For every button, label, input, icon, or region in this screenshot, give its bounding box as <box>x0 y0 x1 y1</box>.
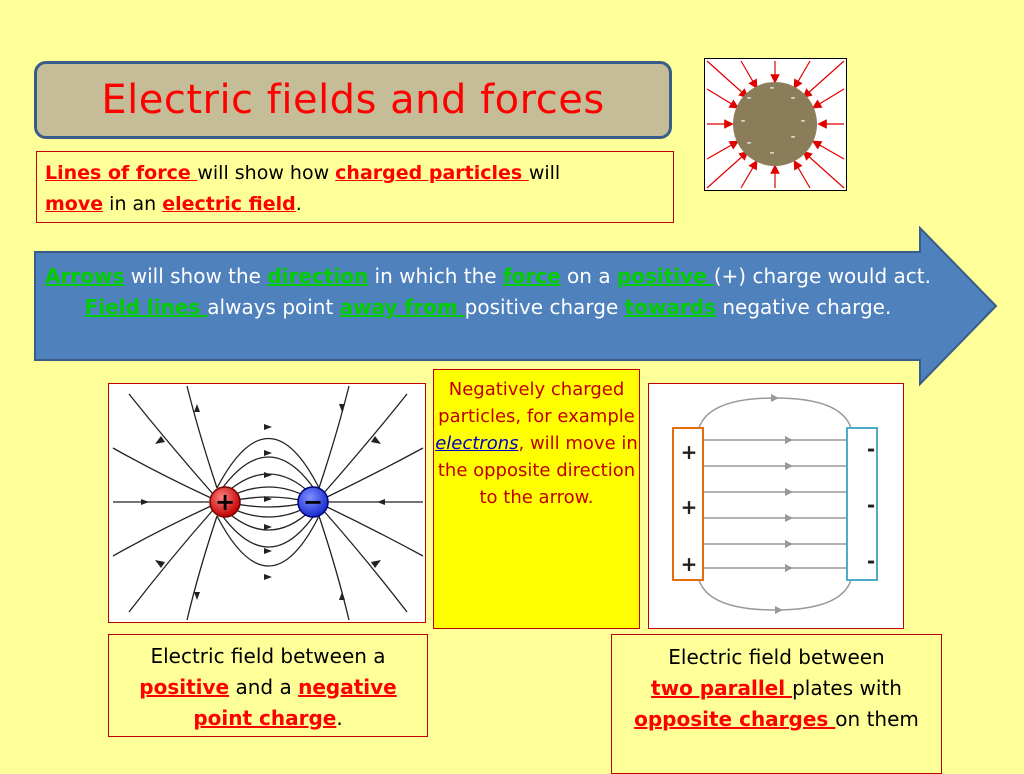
intro-text: . <box>295 193 302 215</box>
intro-text: in an <box>103 193 163 215</box>
term-move: move <box>45 193 104 215</box>
sphere-field-lines <box>706 60 845 189</box>
sphere-charge-sign: - <box>746 90 751 106</box>
term-charged-particles: charged particles <box>335 162 529 184</box>
caption-text: on them <box>835 707 919 731</box>
negative-symbol: − <box>303 488 323 516</box>
arrow-text: negative charge. <box>715 295 892 319</box>
sphere-field-svg: - - - - - - - - <box>706 60 845 189</box>
arrow-text: positive charge <box>464 295 625 319</box>
arrow-shape <box>34 226 998 387</box>
term-electric-field: electric field <box>162 193 296 215</box>
dipole-field-diagram: + − <box>108 383 426 623</box>
arrow-text: always point <box>207 295 340 319</box>
dipole-arrowheads <box>141 404 385 600</box>
caption-point-charges: Electric field between a positive and a … <box>108 634 428 737</box>
intro-textbox: Lines of force will show how charged par… <box>36 151 674 223</box>
title-banner: Electric fields and forces <box>34 61 672 139</box>
caption-parallel-plates: Electric field between two parallel plat… <box>611 634 942 774</box>
term-positive: positive <box>139 675 230 699</box>
plate-plus-sign: + <box>681 440 698 464</box>
term-negative-point-charge: negative point charge <box>193 675 397 730</box>
electrons-note: Negatively charged particles, for exampl… <box>433 369 640 629</box>
caption-text: Electric field between <box>668 645 885 669</box>
caption-text: and a <box>229 675 299 699</box>
dipole-field-svg: + − <box>112 385 424 621</box>
arrow-text: in which the <box>368 264 503 288</box>
caption-text: Electric field between a <box>150 644 386 668</box>
plate-field-lines <box>698 397 852 611</box>
charged-sphere-diagram: - - - - - - - - <box>704 58 847 191</box>
caption-text: . <box>336 706 343 730</box>
plate-plus-sign: + <box>681 495 698 519</box>
term-electrons: electrons <box>435 433 519 454</box>
sphere-charge-sign: - <box>800 113 805 129</box>
plate-minus-sign: - <box>867 437 875 461</box>
plates-field-svg: + + + - - - <box>672 394 878 614</box>
explanation-arrow: Arrows will show the direction in which … <box>30 226 1002 388</box>
sphere-charge-sign: - <box>769 80 774 96</box>
term-force: force <box>502 264 561 288</box>
negative-charge <box>297 486 329 518</box>
negative-plate <box>846 427 878 581</box>
term-arrows: Arrows <box>45 264 125 288</box>
sphere-charge-sign: - <box>740 113 745 129</box>
arrow-explanation-text: Arrows will show the direction in which … <box>38 261 938 323</box>
sphere-charge-sign: - <box>790 129 795 145</box>
term-field-lines: Field lines <box>84 295 208 319</box>
caption-text: plates with <box>792 676 902 700</box>
arrow-text: (+) charge would act. <box>713 264 931 288</box>
term-towards: towards <box>624 295 716 319</box>
sphere-charge-sign: - <box>746 135 751 151</box>
sphere-charge-sign: - <box>769 145 774 161</box>
plate-plus-sign: + <box>681 552 698 576</box>
term-two-parallel: two parallel <box>651 676 793 700</box>
arrow-text: on a <box>560 264 617 288</box>
note-text: , will move in the opposite direction to… <box>437 433 638 508</box>
plate-arrowheads <box>771 394 793 614</box>
positive-symbol: + <box>215 488 235 516</box>
positive-plate <box>672 427 704 581</box>
intro-text: will <box>528 162 561 184</box>
arrow-text: will show the <box>124 264 268 288</box>
sphere-charge-sign: - <box>790 90 795 106</box>
slide-title: Electric fields and forces <box>101 77 605 123</box>
term-away-from: away from <box>339 295 465 319</box>
dipole-field-lines <box>112 385 424 621</box>
note-text: Negatively charged particles, for exampl… <box>438 379 635 427</box>
term-lines-of-force: Lines of force <box>45 162 198 184</box>
term-direction: direction <box>267 264 369 288</box>
plate-minus-sign: - <box>867 493 875 517</box>
plate-minus-sign: - <box>867 549 875 573</box>
intro-text: will show how <box>197 162 336 184</box>
term-opposite-charges: opposite charges <box>634 707 836 731</box>
term-positive: positive <box>616 264 714 288</box>
charged-sphere <box>733 82 817 166</box>
parallel-plates-diagram: + + + - - - <box>648 383 904 629</box>
positive-charge <box>209 486 241 518</box>
